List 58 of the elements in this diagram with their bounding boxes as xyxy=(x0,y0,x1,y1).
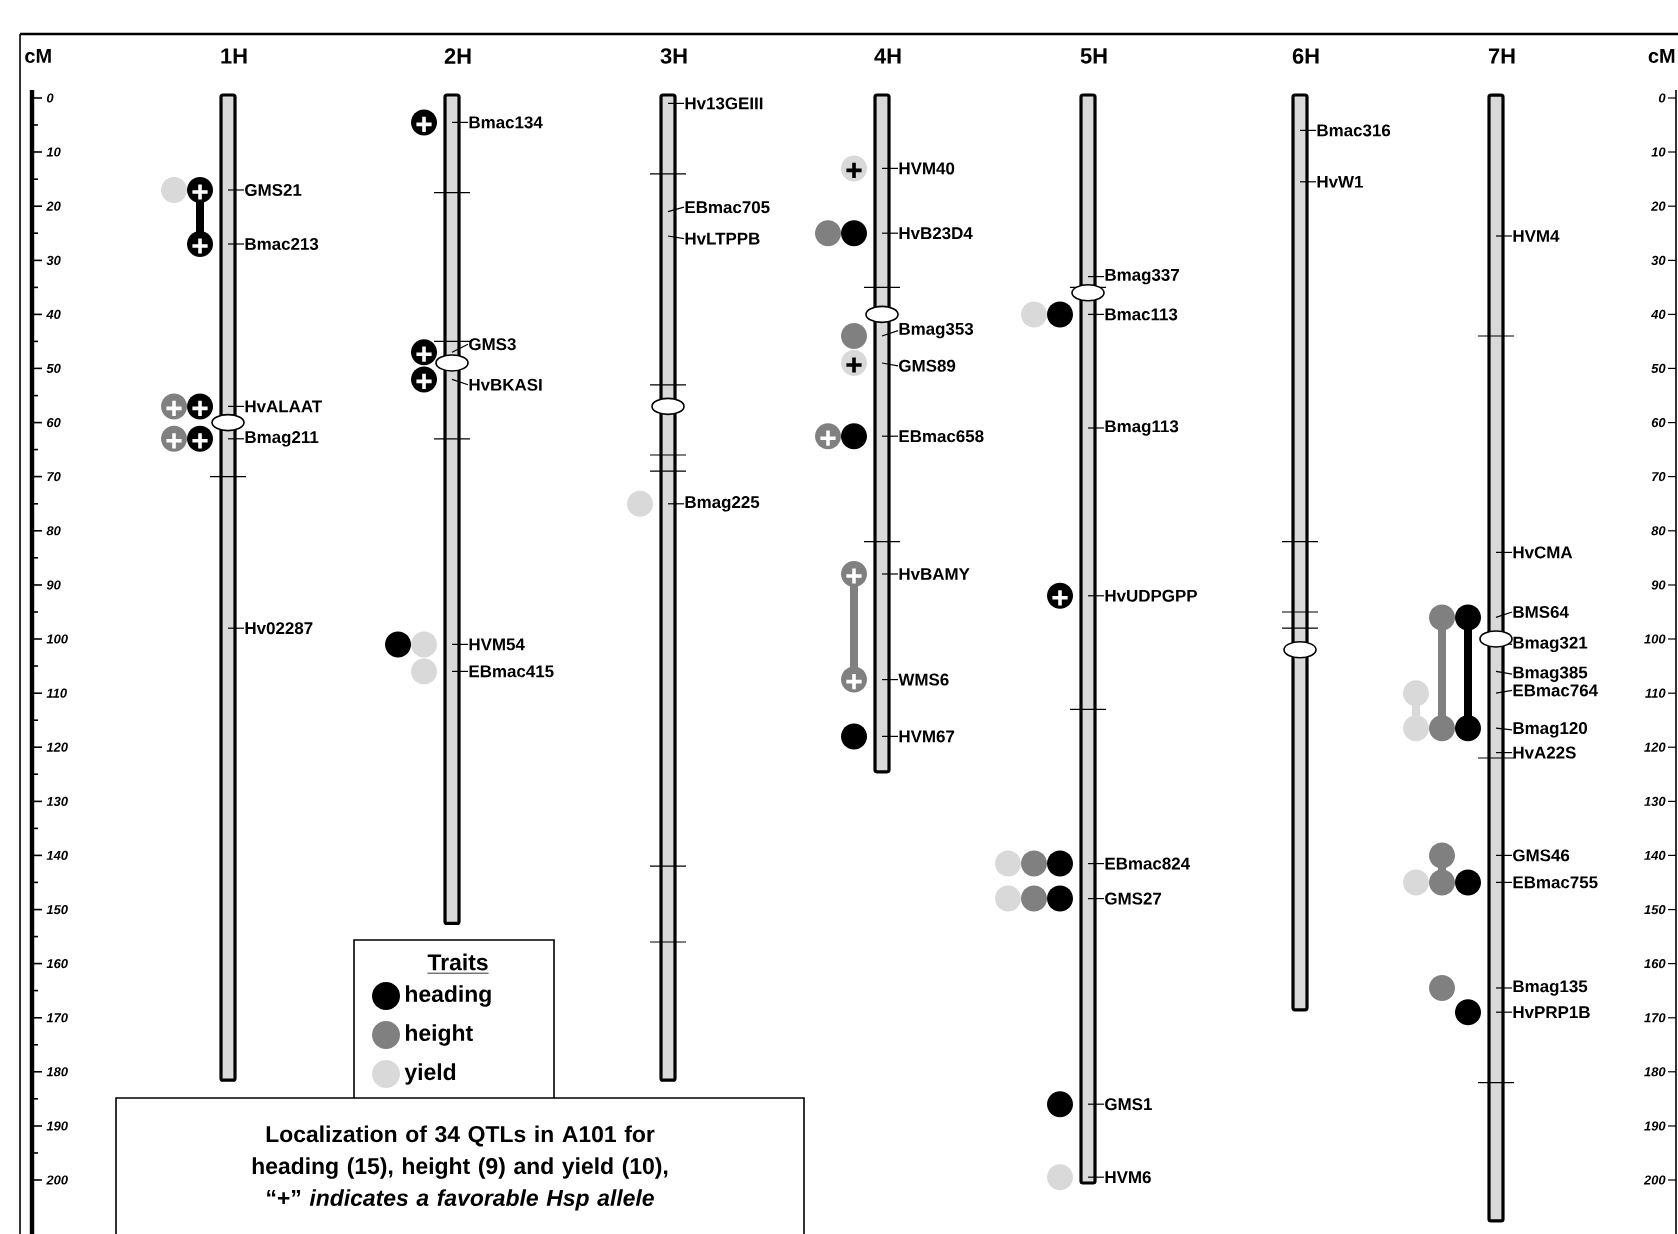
chromosome-label: 3H xyxy=(660,48,687,64)
legend-text: heading xyxy=(406,985,491,1007)
marker-label: HvPRP1B xyxy=(1513,1006,1590,1018)
marker-label: Bmag385 xyxy=(1513,666,1588,682)
axis-title: cM xyxy=(25,49,51,63)
marker-label: GMS1 xyxy=(1105,1098,1152,1111)
chromosome-label: 4H xyxy=(874,48,901,64)
marker-label: HVM54 xyxy=(469,638,525,651)
marker-label: Bmag225 xyxy=(685,496,760,512)
marker-label: Bmac134 xyxy=(469,116,543,129)
legend-text: yield xyxy=(404,1063,456,1085)
marker-label: HVM6 xyxy=(1105,1171,1151,1184)
chromosome-label: 2H xyxy=(444,48,471,64)
marker-label: HvBAMY xyxy=(899,568,970,580)
marker-label: EBmac658 xyxy=(899,430,984,443)
marker-label: Bmag321 xyxy=(1513,636,1588,653)
marker-label: HvCMA xyxy=(1513,546,1573,559)
caption: Localization of 34 QTLs in A101 for heading (15), height (9) and yield (10), “+” indicates a favorable Hsp allele xyxy=(252,1125,668,1211)
marker-label: Bmag337 xyxy=(1105,268,1179,285)
marker-label: GMS89 xyxy=(899,359,956,372)
marker-label: Bmag113 xyxy=(1105,420,1179,436)
chromosome-label: 5H xyxy=(1080,48,1107,64)
marker-label: HVM4 xyxy=(1513,230,1560,242)
marker-label: Bmag120 xyxy=(1513,722,1587,738)
marker-label: EBmac415 xyxy=(469,665,554,678)
marker-label: WMS6 xyxy=(898,673,949,686)
marker-label: GMS3 xyxy=(469,338,516,351)
marker-label: HvW1 xyxy=(1317,175,1363,188)
axis-title: cM xyxy=(1648,49,1675,63)
marker-label: GMS46 xyxy=(1513,849,1570,862)
legend-title: Traits xyxy=(427,953,489,974)
marker-label: HvB23D4 xyxy=(899,227,973,240)
chromosome-label: 7H xyxy=(1488,48,1515,64)
marker-label: EBmac755 xyxy=(1513,876,1598,889)
marker-label: Bmag211 xyxy=(245,431,319,447)
marker-label: Hv02287 xyxy=(245,622,313,635)
marker-label: Hv13GEIII xyxy=(685,97,763,110)
marker-label: BMS64 xyxy=(1513,606,1569,618)
marker-label: Bmac213 xyxy=(245,238,319,250)
marker-label: EBmac764 xyxy=(1513,684,1598,697)
marker-label: HVM67 xyxy=(899,730,955,743)
marker-label: GMS21 xyxy=(245,184,302,196)
marker-label: HvA22S xyxy=(1513,746,1576,759)
marker-label: EBmac705 xyxy=(685,201,770,214)
marker-label: HvALAAT xyxy=(245,400,322,413)
marker-label: GMS27 xyxy=(1105,892,1162,905)
marker-label: HVM40 xyxy=(899,162,955,175)
marker-label: Bmac113 xyxy=(1105,308,1178,321)
marker-label: Bmag353 xyxy=(899,322,974,339)
marker-label: Bmac316 xyxy=(1317,124,1391,137)
chromosome-label: 1H xyxy=(221,48,247,64)
marker-label: Bmag135 xyxy=(1513,980,1588,996)
marker-label: HvLTPPB xyxy=(685,232,760,245)
chromosome-label: 6H xyxy=(1292,48,1319,64)
marker-label: EBmac824 xyxy=(1105,857,1190,870)
legend-text: height xyxy=(406,1024,473,1046)
marker-label: HvBKASI xyxy=(469,378,542,391)
marker-label: HvUDPGPP xyxy=(1105,589,1197,602)
